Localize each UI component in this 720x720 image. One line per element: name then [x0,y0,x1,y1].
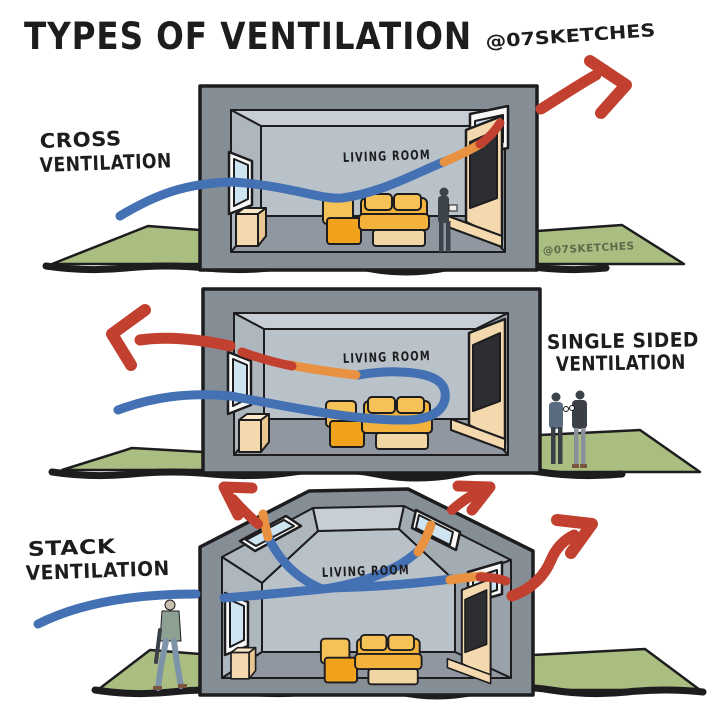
shoe [153,686,162,690]
cup [569,405,575,411]
grass-left [50,224,202,266]
person-torso [549,402,563,429]
person-standing [438,187,458,252]
exhaust-arrowhead-right [551,514,598,559]
person-leg [439,221,444,252]
warm-air-segment [475,118,505,149]
panel-label-line1: SINGLE SIDED [547,327,699,354]
person-leg [581,428,586,466]
person-head [164,599,176,611]
exhaust-arrowhead-left [218,481,258,521]
room-label: LIVING ROOM [343,349,431,367]
cool-air-loop [226,367,450,425]
grass-right [531,647,702,692]
page-title: TYPES OF VENTILATION [24,15,472,58]
person-walking [153,599,187,691]
cabinet [235,207,267,247]
person-torso [438,196,449,223]
cool-air-inlet-arrow [33,589,201,629]
umbrella-in-hand [154,628,162,664]
cool-air-inlet-arrow [113,390,235,415]
room-label: LIVING ROOM [343,148,431,166]
roof-top-plane [312,505,405,532]
person-head [575,390,585,400]
warm-air-segment [237,347,297,371]
person-torso [572,400,587,429]
skylight-right [410,508,462,552]
person-leg [558,427,563,464]
exhaust-arrowhead [584,55,632,119]
cool-air-arrow [115,156,451,221]
panel-label-line2: VENTILATION [39,148,172,177]
shoe [572,464,579,468]
warm-air-right-skylight [413,520,436,557]
warm-air-segment [475,572,511,586]
panel-label-line1: STACK [27,534,117,561]
people-chatting [549,390,587,468]
person-leg [574,428,579,466]
author-handle: @07SKETCHES [485,20,656,53]
person-head [439,187,449,197]
person-coat [159,610,182,642]
panel-label-line2: VENTILATION [556,350,686,376]
warm-air-left-skylight [258,509,273,542]
skylight-pane [415,514,454,546]
cool-air-branch-right [325,574,457,593]
shoe [178,684,187,688]
cup [563,406,569,412]
person-leg [155,638,169,691]
exhaust-arrow-shaft [134,332,236,352]
exhaust-arrow-shaft [535,69,602,115]
cabinet [230,646,257,680]
panel-stack-ventilation: STACK VENTILATION LIVING ROOM [25,480,707,700]
exhaust-arrow-right-shaft [506,529,580,602]
grass-right [538,428,702,474]
panel-cross-ventilation: CROSS VENTILATION LIVING ROOM @07SKETCHE… [39,55,686,276]
exhaust-arrowhead-mid [452,480,496,516]
panel-label-line2: VENTILATION [25,556,170,585]
person-leg [551,427,556,464]
exhaust-arrowhead [106,304,151,371]
grass-watermark: @07SKETCHES [543,240,635,257]
person-leg [171,638,184,689]
inlet-outlet-window [226,350,253,416]
person-head [551,392,561,402]
grass-left [60,446,205,472]
person-leg [446,221,451,252]
shoe [580,464,587,468]
panel-label-line1: CROSS [39,126,122,153]
exhaust-arrow-mid-shaft [447,488,482,515]
inlet-window [223,591,250,657]
paper-in-hands [448,204,458,212]
sofa-set [319,633,423,686]
cabinet [238,413,270,453]
room-label: LIVING ROOM [322,563,410,581]
panel-single-sided-ventilation: SINGLE SIDED VENTILATION LIVING ROOM [48,287,702,482]
